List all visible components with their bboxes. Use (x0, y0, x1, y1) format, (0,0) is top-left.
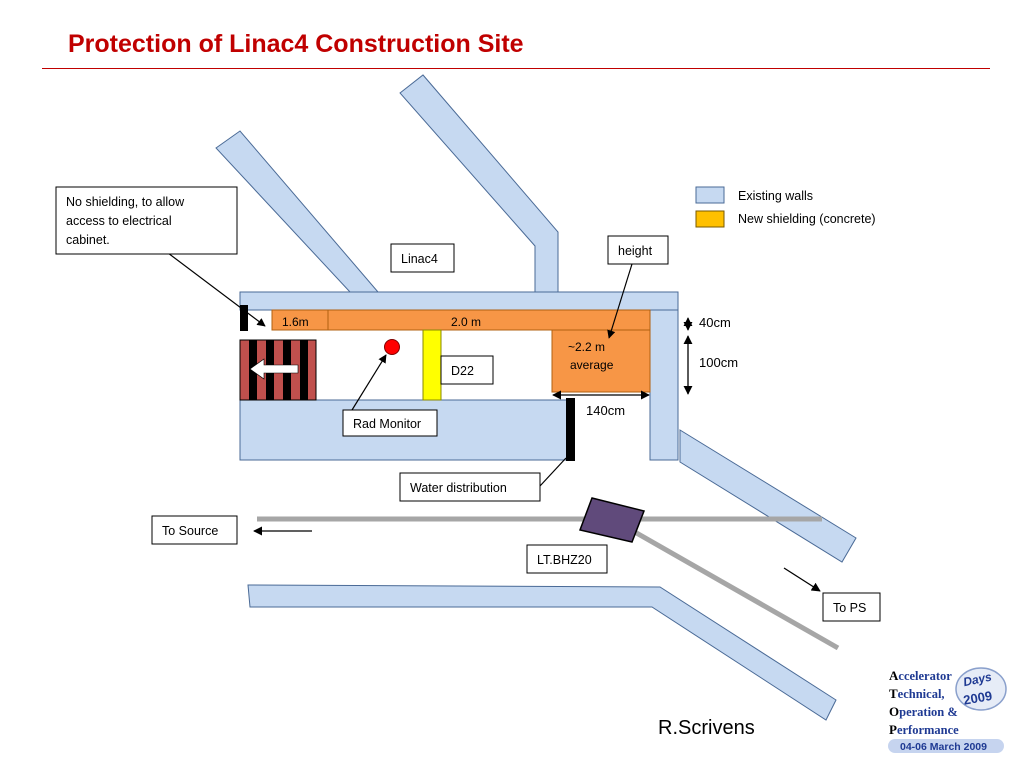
author-credit: R.Scrivens (658, 717, 755, 739)
callout-height: height (607, 235, 669, 265)
logo-line-4: Performance (889, 722, 959, 737)
dim-segment-short: 1.6m (282, 315, 309, 329)
no-shielding-line-2: access to electrical (66, 214, 172, 228)
leader-height (607, 263, 633, 339)
leader-rad-monitor (351, 354, 387, 411)
callout-leaders (167, 252, 821, 592)
no-shielding-line-3: cabinet. (66, 233, 110, 247)
dim-block-height-1: ~2.2 m (568, 340, 605, 354)
callout-linac4: Linac4 (390, 243, 455, 273)
atop-days-logo: Accelerator Technical, Operation & Perfo… (888, 667, 1007, 753)
callout-box (440, 355, 494, 385)
rad-monitor-dot (384, 339, 400, 355)
to-ps-arrow (783, 567, 821, 592)
to-ps-label: To PS (833, 601, 866, 615)
legend: Existing walls New shielding (concrete) (695, 186, 876, 228)
logo-line-3: Operation & (889, 704, 958, 719)
legend-label-new-shielding: New shielding (concrete) (738, 212, 876, 226)
legend-swatch-new-shielding (695, 210, 725, 228)
bottom-tunnel-wall (247, 584, 837, 721)
barrier-gate (239, 339, 317, 401)
callout-box (399, 472, 541, 502)
no-shielding-line-1: No shielding, to allow (66, 195, 185, 209)
leader-water-distribution (539, 457, 567, 487)
dim-wall-height: 100cm (699, 355, 738, 370)
logo-badge-word: Days (962, 669, 993, 689)
right-wall (649, 309, 679, 461)
water-distribution-label: Water distribution (410, 481, 507, 495)
callout-box (390, 243, 455, 273)
barrier-arrow-icon (249, 358, 299, 380)
lt-bhz20-magnet (578, 497, 646, 543)
dim-segment-long: 2.0 m (451, 315, 481, 329)
callout-to-source: To Source (151, 515, 238, 545)
callout-water-distribution: Water distribution (399, 472, 541, 502)
dim-thickness: 40cm (699, 315, 731, 330)
slide-title: Protection of Linac4 Construction Site (68, 30, 524, 58)
shielding-block-height (551, 329, 651, 393)
logo-badge-year: 2009 (962, 688, 993, 708)
logo-date-banner (888, 739, 1004, 753)
callout-to-ps: To PS (822, 592, 881, 622)
new-shielding: 1.6m 2.0 m ~2.2 m average (271, 309, 651, 393)
linac4-label: Linac4 (401, 252, 438, 266)
rad-monitor-label: Rad Monitor (353, 417, 421, 431)
d22-block (422, 329, 442, 401)
leader-no-shielding (167, 252, 266, 327)
water-distribution-marker (566, 398, 575, 461)
existing-walls (215, 74, 857, 721)
height-label: height (618, 244, 653, 258)
d22-label: D22 (451, 364, 474, 378)
logo-days-badge (955, 667, 1007, 711)
title-divider (42, 68, 990, 69)
callout-box (526, 544, 608, 574)
diagonal-wall-left (215, 130, 380, 293)
callout-no-shielding: No shielding, to allow access to electri… (55, 186, 238, 255)
callout-box (342, 409, 438, 437)
diagonal-wall-right (679, 429, 857, 563)
logo-dates: 04-06 March 2009 (900, 741, 987, 753)
dim-block-width: 140cm (586, 403, 625, 418)
legend-label-existing-walls: Existing walls (738, 189, 813, 203)
dim-block-height-2: average (570, 358, 614, 372)
to-source-label: To Source (162, 524, 218, 538)
cabinet-gap-marker (240, 305, 248, 331)
lt-bhz20-label: LT.BHZ20 (537, 553, 592, 567)
callout-box (822, 592, 881, 622)
dimension-arrows: 40cm 100cm 140cm (552, 315, 738, 418)
callout-box (151, 515, 238, 545)
callout-lt-bhz20: LT.BHZ20 (526, 544, 608, 574)
callout-rad-monitor: Rad Monitor (342, 409, 438, 437)
callout-box (607, 235, 669, 265)
shielding-segment-2-0m (327, 309, 651, 331)
logo-line-2: Technical, (889, 686, 945, 701)
legend-swatch-existing-walls (695, 186, 725, 204)
callout-d22: D22 (440, 355, 494, 385)
barrier-stripe (300, 340, 308, 400)
beamline-to-ps (610, 516, 840, 651)
callout-box (55, 186, 238, 255)
top-wall (239, 291, 679, 311)
logo-line-1: Accelerator (889, 668, 952, 683)
